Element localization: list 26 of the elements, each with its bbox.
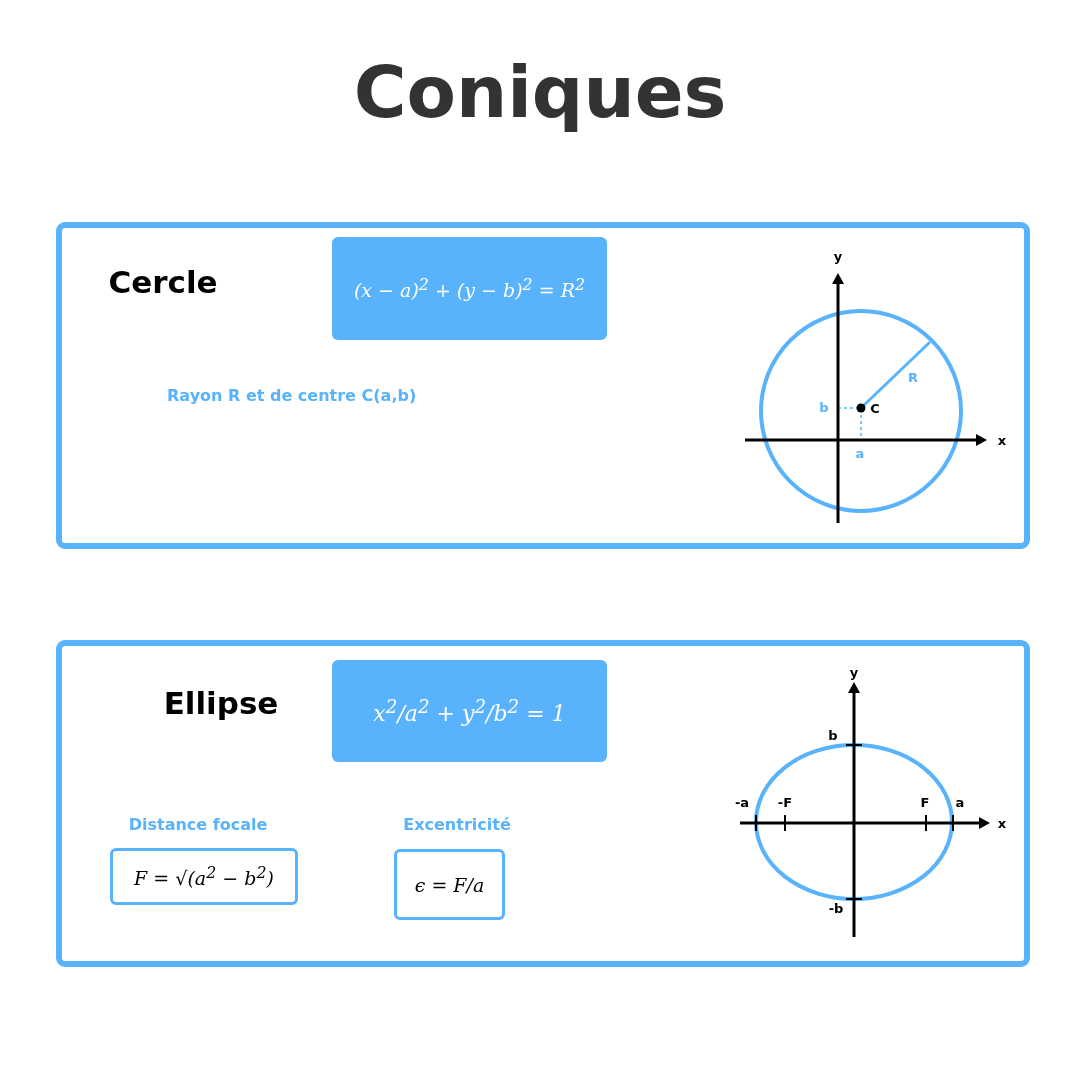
axis-label: C: [870, 401, 880, 415]
formula-heading: Excentricité: [403, 815, 511, 834]
formula-box: ϵ = F/a: [394, 849, 505, 920]
axis-label: -F: [777, 795, 793, 809]
axis-label: F: [920, 795, 930, 809]
axis-label: R: [908, 370, 918, 384]
axis-label: x: [997, 816, 1007, 830]
axis-label: -a: [734, 795, 750, 809]
axis-label: b: [828, 728, 838, 742]
panel: [56, 222, 1030, 549]
formula-box: F = √(a$^{2}$ − b$^{2}$): [110, 848, 298, 905]
axis-label: y: [849, 665, 859, 679]
formula-box: x$^{2}$/a$^{2}$ + y$^{2}$/b$^{2}$ = 1: [332, 660, 607, 762]
section-heading: Cercle: [108, 264, 218, 300]
formula-heading: Distance focale: [128, 815, 268, 834]
title: Coniques: [352, 50, 728, 134]
description-text: Rayon R et de centre C(a,b): [167, 386, 417, 405]
axis-label: y: [833, 249, 843, 263]
axis-label: a: [855, 446, 865, 460]
axis-label: -b: [828, 901, 844, 915]
section-heading: Ellipse: [163, 685, 279, 721]
axis-label: x: [997, 433, 1007, 447]
axis-label: a: [955, 795, 965, 809]
axis-label: b: [819, 400, 829, 414]
formula-box: (x − a)$^{2}$ + (y − b)$^{2}$ = R$^{2}$: [332, 237, 607, 340]
panel: [56, 640, 1030, 967]
